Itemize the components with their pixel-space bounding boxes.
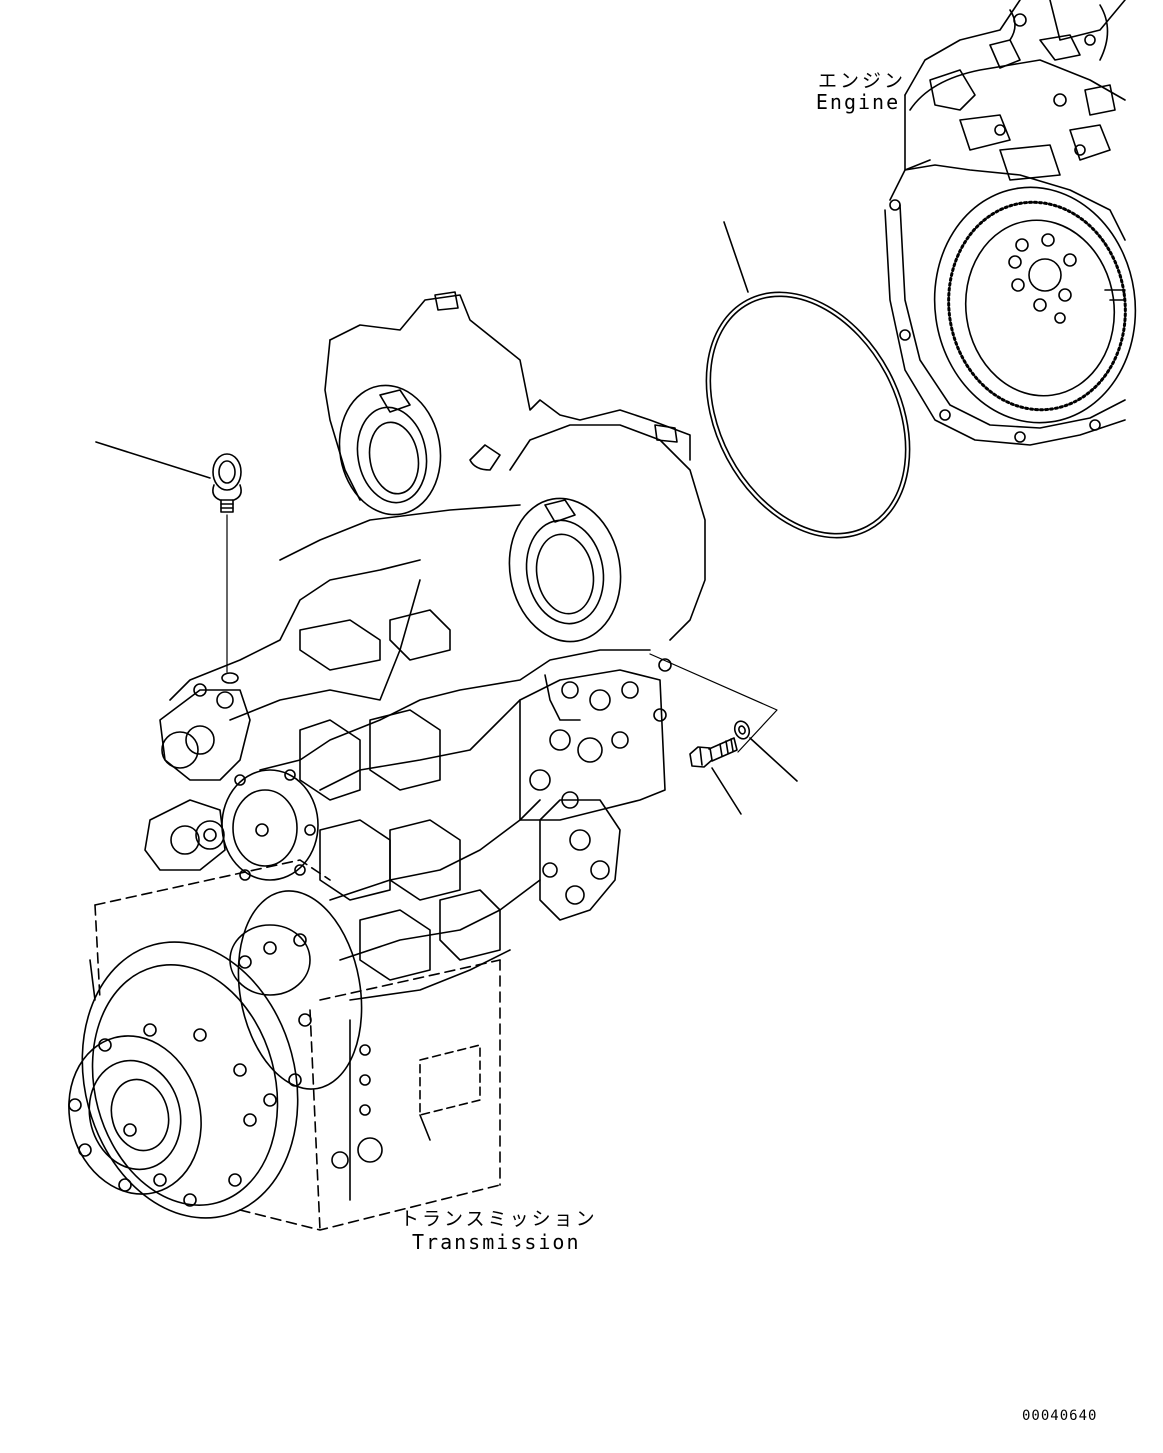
- washer-icon: [733, 720, 751, 740]
- transmission-assembly: [68, 291, 706, 1231]
- leader-eyebolt: [95, 441, 211, 479]
- transmission-label-en: Transmission: [412, 1230, 581, 1254]
- engine-label-en: Engine: [815, 90, 901, 114]
- transmission-label-jp: トランスミッション: [400, 1208, 598, 1230]
- engine-assembly: [884, 0, 1137, 446]
- engine-label-jp: エンジン: [818, 70, 907, 92]
- drawing-number: 00040640: [1022, 1408, 1098, 1424]
- leader-washer: [749, 737, 798, 782]
- leader-mount: [649, 653, 778, 753]
- bolt-icon: [689, 737, 738, 768]
- eyebolt-icon: [212, 453, 242, 513]
- leader-bolt: [711, 767, 742, 815]
- o-ring-icon: [705, 291, 911, 539]
- leader-o-ring: [723, 221, 749, 293]
